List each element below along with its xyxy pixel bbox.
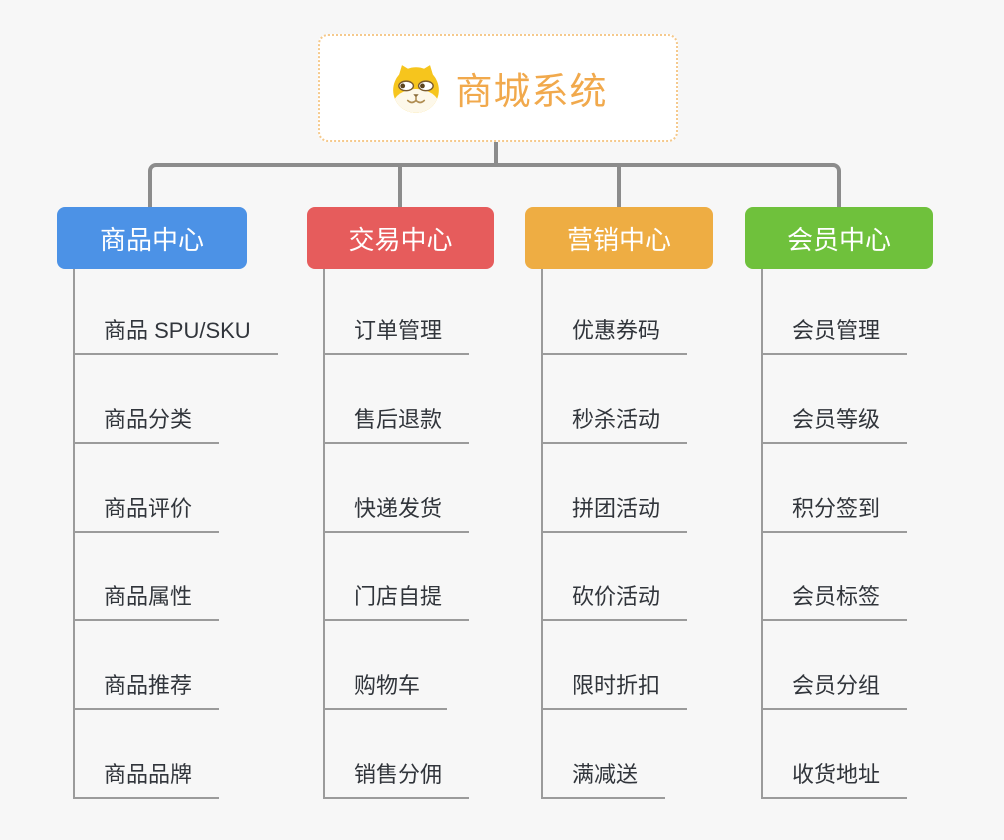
branch-header-product-center[interactable]: 商品中心 — [57, 207, 247, 269]
tree-item[interactable]: 快递发货 — [323, 489, 470, 533]
tree-item[interactable]: 收货地址 — [761, 755, 908, 799]
connector-crossbar — [148, 163, 841, 207]
branch-marketing-center: 营销中心 优惠券码 秒杀活动 拼团活动 砍价活动 限时折扣 满减送 — [525, 207, 713, 799]
branch-header-member-center[interactable]: 会员中心 — [745, 207, 933, 269]
tree-item[interactable]: 限时折扣 — [541, 666, 688, 710]
branch-product-center: 商品中心 商品 SPU/SKU 商品分类 商品评价 商品属性 商品推荐 商品品牌 — [57, 207, 278, 799]
tree-item[interactable]: 商品分类 — [73, 400, 220, 444]
connector-root-stem — [494, 140, 498, 166]
tree-item[interactable]: 门店自提 — [323, 577, 470, 621]
dog-face-icon — [389, 63, 443, 113]
tree-item[interactable]: 秒杀活动 — [541, 400, 688, 444]
branch-header-trade-center[interactable]: 交易中心 — [307, 207, 494, 269]
branch-header-marketing-center[interactable]: 营销中心 — [525, 207, 713, 269]
tree-item[interactable]: 会员等级 — [761, 400, 908, 444]
root-title: 商城系统 — [455, 71, 608, 112]
tree-item[interactable]: 积分签到 — [761, 489, 908, 533]
branch-member-center: 会员中心 会员管理 会员等级 积分签到 会员标签 会员分组 收货地址 — [745, 207, 933, 799]
root-node[interactable]: 商城系统 — [318, 34, 678, 142]
tree-item[interactable]: 会员管理 — [761, 311, 908, 355]
branch-line — [761, 269, 763, 799]
tree-item[interactable]: 购物车 — [323, 666, 448, 710]
connector-branch-stem — [398, 165, 402, 207]
tree-item[interactable]: 销售分佣 — [323, 755, 470, 799]
tree-item[interactable]: 商品评价 — [73, 489, 220, 533]
tree-item[interactable]: 商品推荐 — [73, 666, 220, 710]
connector-branch-stem — [617, 165, 621, 207]
tree-item[interactable]: 满减送 — [541, 755, 666, 799]
tree-item[interactable]: 商品 SPU/SKU — [73, 311, 278, 355]
tree-item[interactable]: 商品属性 — [73, 577, 220, 621]
tree-item[interactable]: 商品品牌 — [73, 755, 220, 799]
tree-item[interactable]: 会员标签 — [761, 577, 908, 621]
branch-line — [73, 269, 75, 799]
tree-item[interactable]: 拼团活动 — [541, 489, 688, 533]
tree-item[interactable]: 售后退款 — [323, 400, 470, 444]
tree-item[interactable]: 优惠券码 — [541, 311, 688, 355]
tree-item[interactable]: 会员分组 — [761, 666, 908, 710]
tree-item[interactable]: 订单管理 — [323, 311, 470, 355]
branch-trade-center: 交易中心 订单管理 售后退款 快递发货 门店自提 购物车 销售分佣 — [307, 207, 494, 799]
tree-item[interactable]: 砍价活动 — [541, 577, 688, 621]
branch-line — [541, 269, 543, 799]
branch-line — [323, 269, 325, 799]
